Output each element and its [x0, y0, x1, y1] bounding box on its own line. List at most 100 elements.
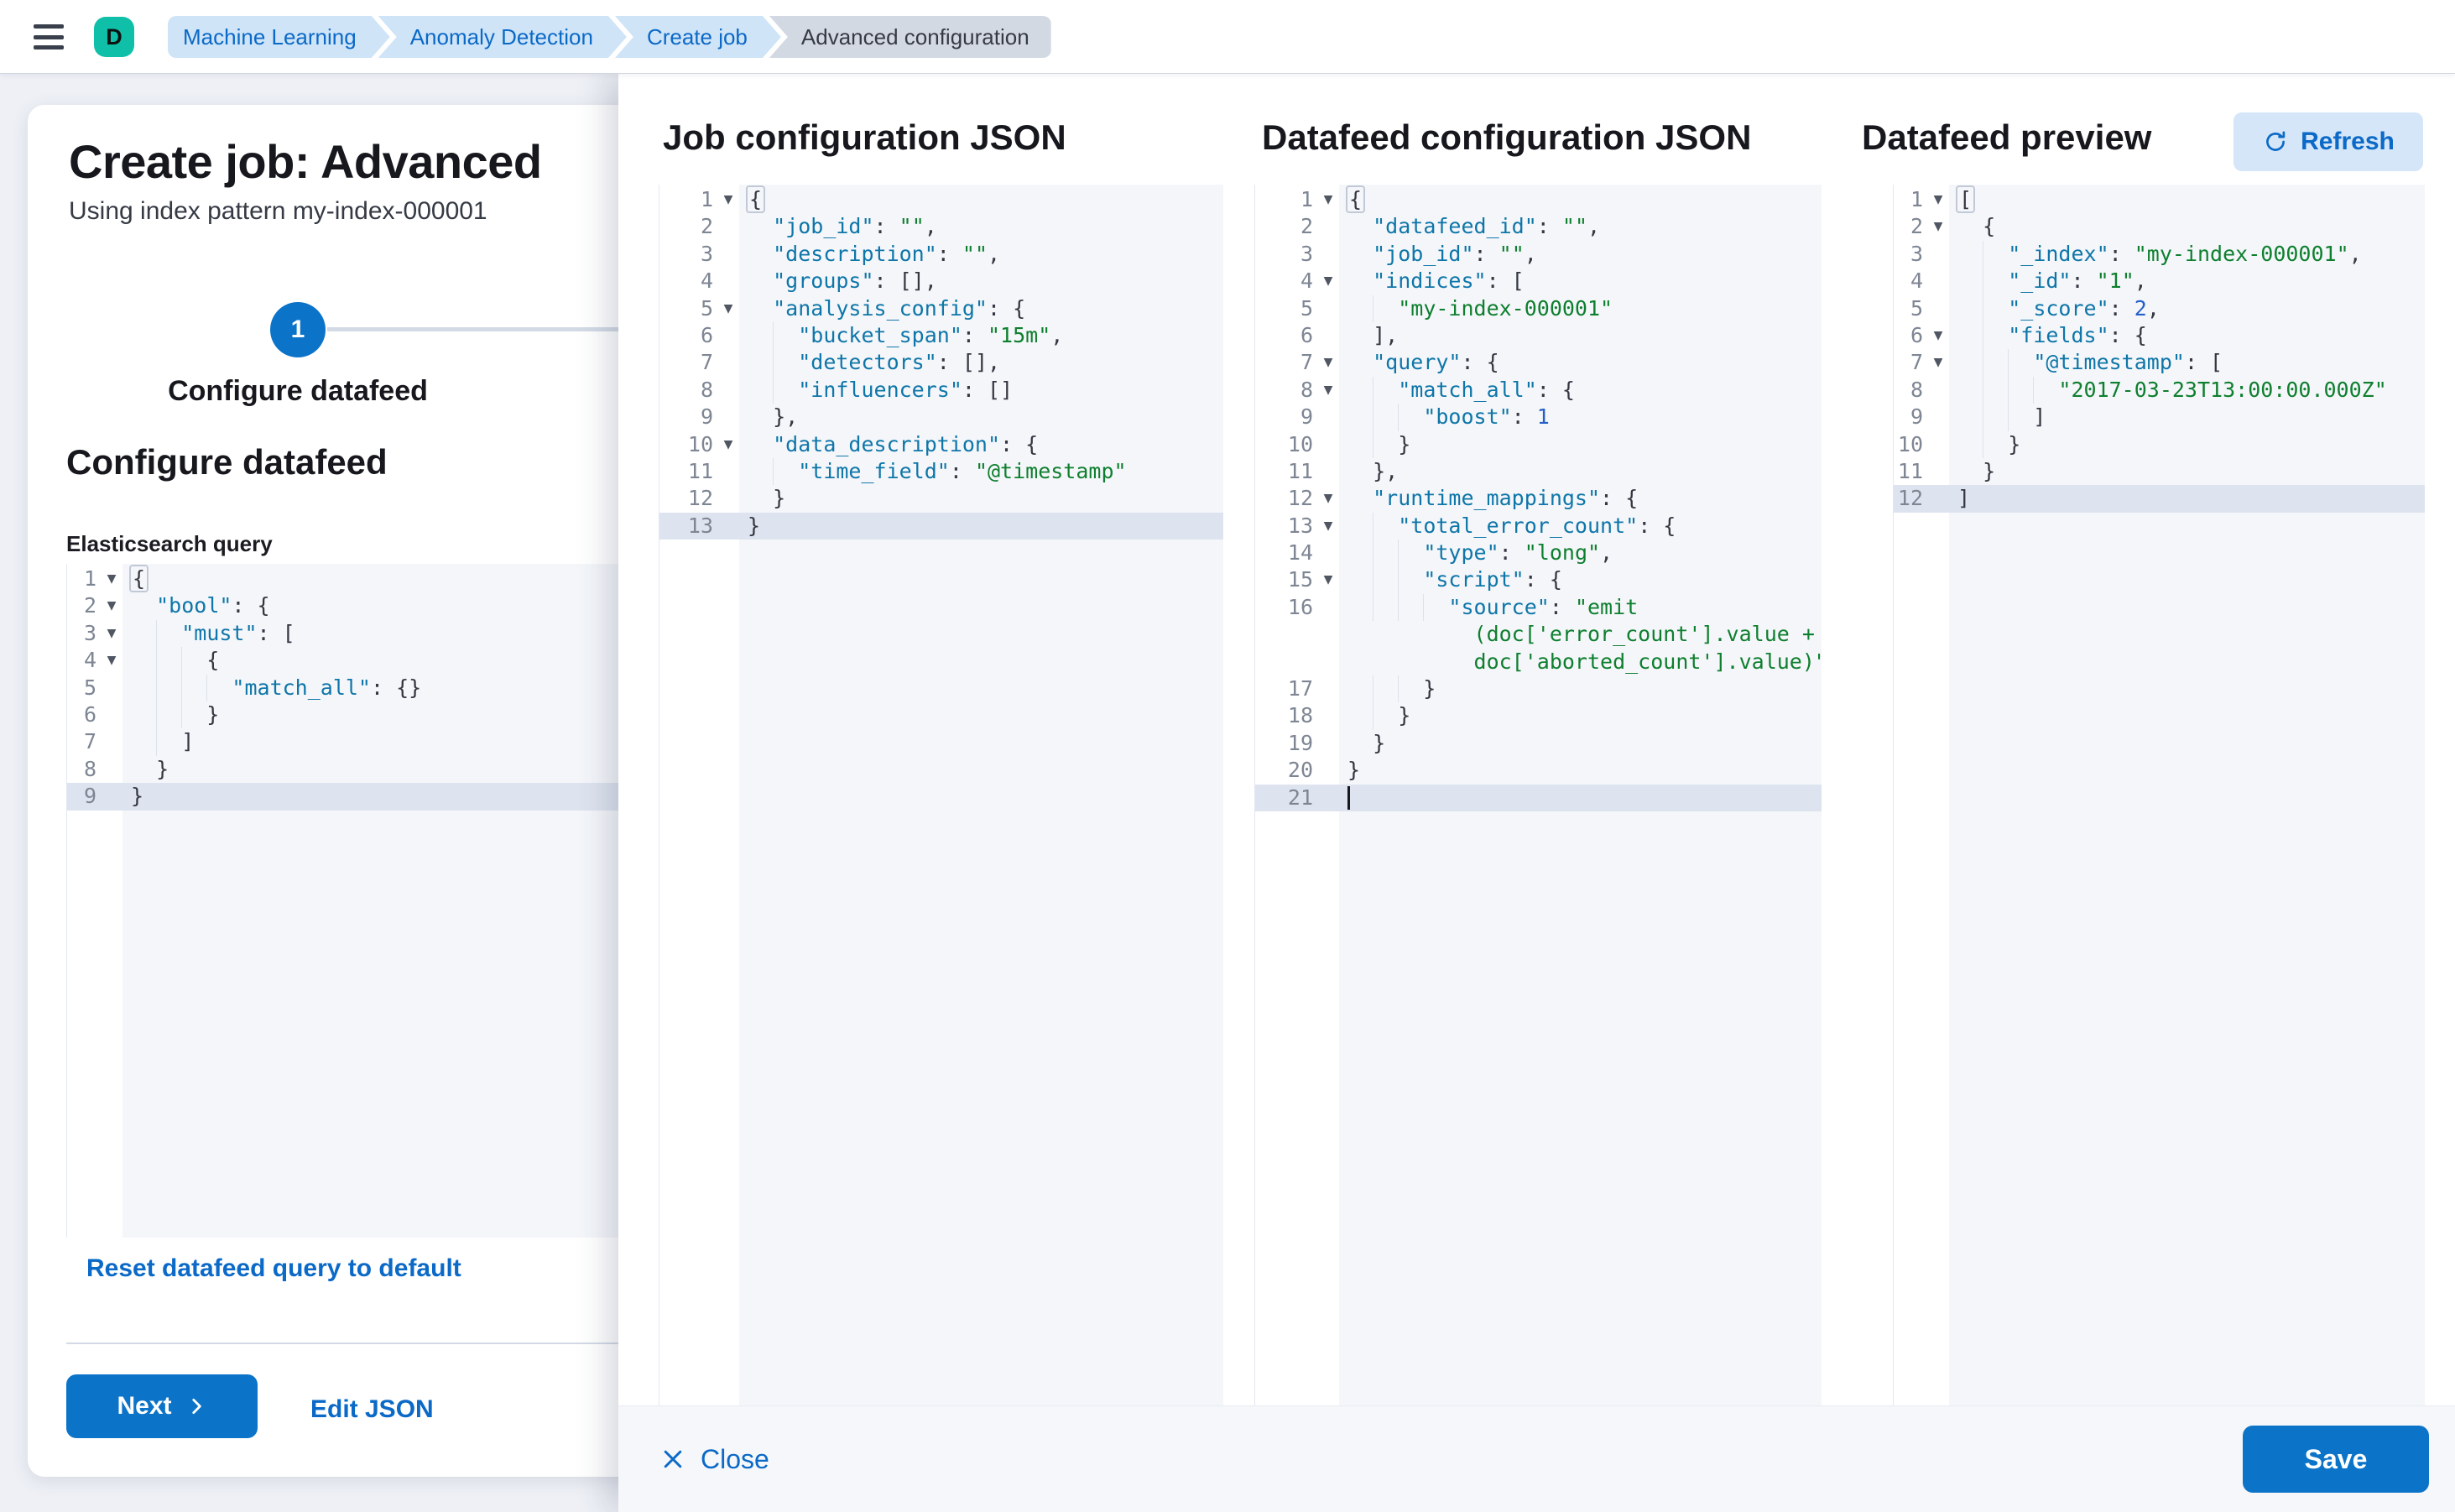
code-line: 2 "datafeed_id": "",	[1300, 214, 1601, 239]
create-job-panel: Create job: Advanced Using index pattern…	[28, 105, 674, 1477]
code-line: 11 }	[1897, 458, 1996, 483]
refresh-button-label: Refresh	[2301, 128, 2395, 155]
code-line: 13}	[659, 512, 1223, 540]
code-line: 10▼ "data_description": {	[659, 431, 1223, 458]
divider	[66, 1343, 666, 1344]
code-line: 1▼{	[659, 185, 1223, 213]
page-subtitle: Using index pattern my-index-000001	[69, 197, 487, 225]
fold-arrow-icon[interactable]: ▼	[1933, 220, 1943, 234]
code-line: 12]	[1894, 485, 2425, 513]
code-line: 3 "description": "",	[700, 241, 1001, 266]
breadcrumb-item-anomaly-detection[interactable]: Anomaly Detection	[378, 16, 627, 58]
fold-arrow-icon[interactable]: ▼	[107, 572, 117, 586]
avatar[interactable]: D	[94, 17, 134, 57]
section-heading: Configure datafeed	[66, 442, 388, 482]
chevron-right-icon	[185, 1395, 207, 1417]
code-line: 16 "source": "emit	[1255, 593, 1822, 622]
code-line: 8 }	[83, 756, 169, 781]
code-line: doc['aborted_count'].value)"	[1347, 649, 1822, 674]
breadcrumb-item-create-job[interactable]: Create job	[615, 16, 781, 58]
fold-arrow-icon[interactable]: ▼	[723, 437, 733, 451]
fold-arrow-icon[interactable]: ▼	[723, 301, 733, 315]
close-icon	[660, 1447, 685, 1472]
code-line: 5 "_score": 2,	[1894, 295, 2425, 322]
fold-arrow-icon[interactable]: ▼	[1323, 274, 1333, 289]
fold-arrow-icon[interactable]: ▼	[1933, 328, 1943, 342]
code-line: 6 }	[67, 701, 665, 729]
edit-json-link[interactable]: Edit JSON	[310, 1395, 434, 1423]
code-line: 6 "bucket_span": "15m",	[659, 321, 1223, 350]
code-line: 20}	[1287, 758, 1361, 783]
code-line: 3 "_index": "my-index-000001",	[1894, 240, 2425, 269]
code-line: 9 },	[700, 404, 799, 430]
text-cursor	[1347, 785, 1350, 810]
fold-arrow-icon[interactable]: ▼	[107, 599, 117, 613]
code-line: 3 "job_id": "",	[1300, 241, 1537, 266]
job-config-editor[interactable]: 1▼{2 "job_id": "",3 "description": "", 4 …	[659, 185, 1223, 1405]
next-button[interactable]: Next	[66, 1374, 258, 1438]
fold-arrow-icon[interactable]: ▼	[723, 193, 733, 206]
code-line: 1▼[	[1894, 185, 2425, 213]
job-config-title: Job configuration JSON	[663, 117, 1066, 157]
menu-icon[interactable]	[34, 24, 64, 50]
code-line: 11 "time_field": "@timestamp"	[659, 457, 1223, 486]
elasticsearch-query-editor[interactable]: 1▼{2▼ "bool": {3▼ "must": [4▼ {5 "match_…	[66, 564, 665, 1238]
code-line: 18 }	[1255, 702, 1822, 730]
fold-arrow-icon[interactable]: ▼	[1323, 492, 1333, 506]
fold-arrow-icon[interactable]: ▼	[1323, 573, 1333, 587]
reset-datafeed-query-link[interactable]: Reset datafeed query to default	[86, 1254, 461, 1282]
code-line: 17 }	[1255, 675, 1822, 703]
breadcrumb-item-advanced-configuration: Advanced configuration	[769, 16, 1051, 58]
datafeed-config-editor[interactable]: 1▼{2 "datafeed_id": "",3 "job_id": "",4▼…	[1254, 185, 1822, 1405]
code-line: 4▼ {	[67, 647, 665, 675]
code-line: 7▼ "query": {	[1255, 349, 1822, 376]
fold-arrow-icon[interactable]: ▼	[1933, 193, 1943, 206]
code-line: 7▼ "@timestamp": [	[1894, 349, 2425, 377]
code-line: 1▼{	[1255, 185, 1822, 213]
fold-arrow-icon[interactable]: ▼	[1323, 383, 1333, 397]
next-button-label: Next	[117, 1392, 172, 1420]
code-line: 12▼ "runtime_mappings": {	[1255, 485, 1822, 512]
fold-arrow-icon[interactable]: ▼	[1933, 356, 1943, 370]
code-line: 8▼ "match_all": {	[1255, 376, 1822, 404]
fold-arrow-icon[interactable]: ▼	[1323, 193, 1333, 206]
code-line: 5 "match_all": {}	[67, 674, 665, 701]
code-line: 9 ]	[1894, 404, 2425, 431]
fold-arrow-icon[interactable]: ▼	[1323, 519, 1333, 533]
step-1-indicator[interactable]: 1	[270, 302, 326, 357]
code-line: 5▼ "analysis_config": {	[659, 295, 1223, 322]
code-line: 4 "groups": [],	[700, 269, 937, 294]
code-line: 10 }	[1894, 430, 2425, 458]
close-button-label: Close	[701, 1443, 769, 1474]
page-title: Create job: Advanced	[69, 135, 542, 188]
code-line: 4 "_id": "1",	[1894, 268, 2425, 295]
close-button[interactable]: Close	[660, 1444, 769, 1475]
code-line: 7 ]	[67, 728, 665, 756]
code-line: 1▼{	[67, 565, 665, 592]
breadcrumb-item-machine-learning[interactable]: Machine Learning	[168, 16, 390, 58]
code-line: 8 "2017-03-23T13:00:00.000Z"	[1894, 376, 2425, 404]
code-line: 9 "boost": 1	[1255, 404, 1822, 431]
code-line: 6▼ "fields": {	[1894, 321, 2425, 350]
fold-arrow-icon[interactable]: ▼	[107, 626, 117, 640]
datafeed-preview-editor: 1▼[2▼ {3 "_index": "my-index-000001",4 "…	[1893, 185, 2425, 1405]
refresh-icon	[2262, 128, 2289, 155]
save-button[interactable]: Save	[2243, 1426, 2429, 1493]
code-line: 3▼ "must": [	[67, 619, 665, 648]
code-line: 2 "job_id": "",	[700, 214, 937, 239]
step-1-label: Configure datafeed	[168, 375, 428, 407]
fold-arrow-icon[interactable]: ▼	[107, 654, 117, 668]
code-line: 5 "my-index-000001"	[1255, 295, 1822, 322]
datafeed-preview-title: Datafeed preview	[1862, 117, 2152, 157]
code-line: 2▼ "bool": {	[67, 592, 665, 619]
code-line: (doc['error_count'].value +	[1347, 622, 1815, 647]
code-line: 12 }	[687, 486, 786, 511]
code-line: 4▼ "indices": [	[1255, 268, 1822, 295]
code-line: 8 "influencers": []	[659, 376, 1223, 404]
refresh-button[interactable]: Refresh	[2233, 112, 2423, 171]
fold-arrow-icon[interactable]: ▼	[1323, 356, 1333, 370]
step-connector	[327, 327, 674, 331]
